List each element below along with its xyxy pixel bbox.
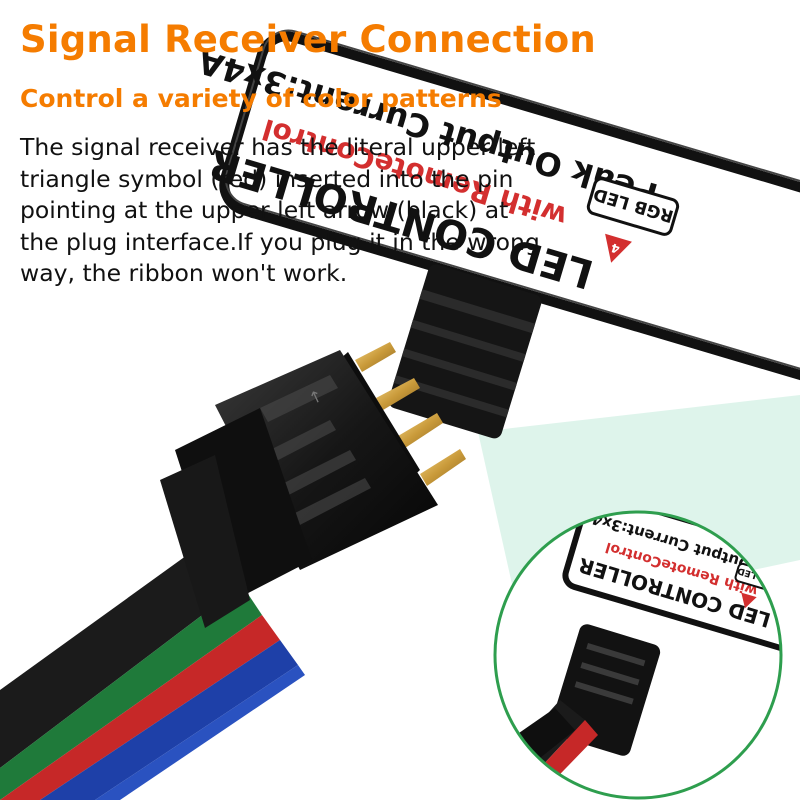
plug-pins xyxy=(355,342,466,486)
page-subtitle: Control a variety of color patterns xyxy=(20,84,502,113)
receiver-socket xyxy=(388,264,542,439)
polarity-triangle-marker xyxy=(605,233,632,263)
rgb-led-badge: RGB LED xyxy=(586,177,680,236)
instruction-text: The signal receiver has the literal uppe… xyxy=(20,133,540,287)
zoom-inset: LED CONTROLLER with RemoteControl Peak O… xyxy=(493,510,783,800)
svg-text:4: 4 xyxy=(609,240,621,256)
page-title: Signal Receiver Connection xyxy=(20,18,596,61)
rgb-ribbon-wires xyxy=(0,540,305,800)
male-plug: ↑ xyxy=(160,342,466,628)
